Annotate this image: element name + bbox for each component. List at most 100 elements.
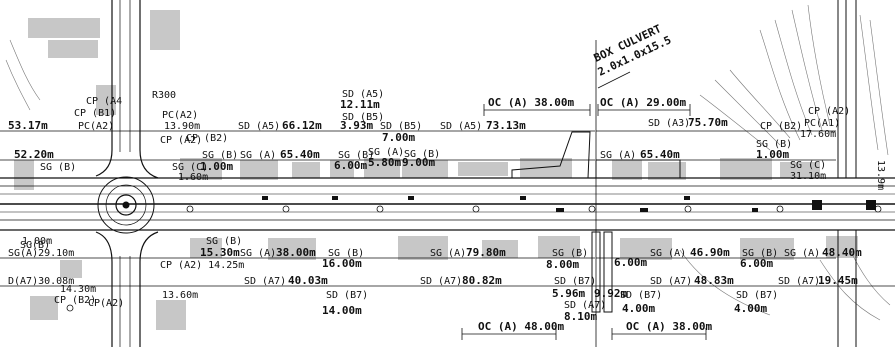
oc-bottom-1: OC (A) 48.00m (478, 320, 564, 333)
sg-a-low-2-label: SG (A) (430, 248, 466, 259)
sd-a3-value: 75.70m (688, 116, 728, 129)
sg-b-right-value: 1.00m (756, 148, 789, 161)
sg-b-low-2-label-b: SG (B) (552, 248, 588, 259)
sg-a-low-1-prefix: 15.30m (200, 246, 240, 259)
sd-a5-row-label: SD (A5) (238, 121, 280, 132)
sg-b-3-value: 9.00m (402, 156, 435, 169)
sg-a-low-1-label: SG (A) (240, 248, 276, 259)
cp-a2-label: CP (A2) (160, 135, 202, 146)
sd-a7-1-label: SD (A7) (244, 276, 286, 287)
sg-c-left-label: SG (C) (172, 162, 208, 173)
sg-b-low-value: 16.00m (322, 257, 362, 270)
left-low-2: D(A7)30.08m (8, 276, 74, 287)
sg-a-2-value: 5.80m (368, 156, 401, 169)
sg-b-low-4-value: 6.00m (740, 257, 773, 270)
sg-c-left-value: 1.60m (178, 172, 208, 183)
sg-c-right-value: 31.10m (790, 171, 826, 182)
pc-a2-label: PC(A2) (162, 110, 198, 121)
sd-b7-3-label: SD (B7) (620, 290, 662, 301)
sg-a-low-2-value: 79.80m (466, 246, 506, 259)
building-hatching (14, 10, 858, 330)
pc-a2-value: 13.90m (164, 121, 200, 132)
cp-a2-low-2-value: 13.60m (162, 290, 198, 301)
sd-a5-row2-label: SD (A5) (440, 121, 482, 132)
oc-top-1: OC (A) 38.00m (488, 96, 574, 109)
sg-a-low-3-label: SG (A) (650, 248, 686, 259)
main-road (0, 177, 895, 231)
sg-b-low-label: SG (B) (206, 236, 242, 247)
sg-b-low-4-label: SG (B) (742, 248, 778, 259)
pc-a2-left-label: PC(A2) (78, 121, 114, 132)
sg-b-left-low-value: 1.00m (22, 236, 52, 247)
sd-b7-3-value: 4.00m (622, 302, 655, 315)
sd-a7-1-value: 40.03m (288, 274, 328, 287)
sd-a7-3-value: 8.10m (564, 310, 597, 323)
labels: BOX CULVERT 2.0x1.0x15.5 R300 CP (A4 CP … (8, 22, 886, 333)
sd-a5-top-label: SD (A5) (342, 89, 384, 100)
cp-a4-label: CP (A4 (86, 96, 122, 107)
cp-b1-label: CP (B1) (74, 108, 116, 119)
sg-b-2-value: 6.00m (334, 159, 367, 172)
sd-b5-value: 3.93m (340, 119, 373, 132)
cross-road-left (95, 0, 159, 347)
sg-b-left-low-label: SG(B) (20, 240, 50, 251)
sd-a7-3-label: SD (A7) (564, 300, 606, 311)
cp-a2-low-label: CP(A2) (88, 298, 124, 309)
sg-a-mid-value: 65.40m (640, 148, 680, 161)
cp-a2-low-value-label: CP (A2) 14.25m (160, 260, 244, 271)
sd-a7-6-label: SD (A7) (778, 276, 820, 287)
left-bottom-value: 14.30m (60, 284, 96, 295)
sg-b-left-label: SG (B) (40, 162, 76, 173)
sd-a7-5-value: 48.83m (694, 274, 734, 287)
sg-a-low-1-value: 38.00m (276, 246, 316, 259)
left-low-1: SG(A)29.10m (8, 248, 74, 259)
sg-a-1-value: 65.40m (280, 148, 320, 161)
sg-b-low-2-value: 8.00m (546, 258, 579, 271)
sg-a-mid-label: SG (A) (600, 150, 636, 161)
sd-a7-4-value: 9.92m (594, 287, 627, 300)
cp-a2-right-label: CP (A2) (808, 106, 850, 117)
sd-b7-1-label: SD (B7) (326, 290, 368, 301)
sd-a7-2-label: SD (A7) (420, 276, 462, 287)
sd-a5-row-value: 66.12m (282, 119, 322, 132)
survey-points (66, 205, 882, 312)
sd-b7-4-value: 4.00m (734, 302, 767, 315)
sg-b-right-label: SG (B) (756, 139, 792, 150)
pc-a1-label: PC(A1) (804, 118, 840, 129)
sd-a7-5-label: SD (A7) (650, 276, 692, 287)
pc-a1-value: 17.60m (800, 129, 836, 140)
sg-a-1-label: SG (A) (240, 150, 276, 161)
sd-a3-label: SD (A3) (648, 118, 690, 129)
sd-a7-6-value: 19.45m (818, 274, 858, 287)
sg-a-low-3-value: 46.90m (690, 246, 730, 259)
top-left-value-2: 52.20m (14, 148, 54, 161)
sg-b-low-3-value: 6.00m (614, 256, 647, 269)
sg-b-2-label: SG (B) (338, 150, 374, 161)
sg-b-1-label: SG (B) (202, 150, 238, 161)
sd-b5-row-label: SD (B5) (380, 121, 422, 132)
sd-a5-row2-value: 73.13m (486, 119, 526, 132)
cross-road-right (837, 0, 857, 347)
top-left-value: 53.17m (8, 119, 48, 132)
sg-c-right-label: SG (C) (790, 160, 826, 171)
sg-a-2-label: SG (A) (368, 147, 404, 158)
sd-a5-top-value: 12.11m (340, 98, 380, 111)
dimension-lines (0, 104, 895, 340)
radius-label: R300 (152, 90, 176, 101)
oc-top-2: OC (A) 29.00m (600, 96, 686, 109)
cp-b2-right-label: CP (B2) (760, 121, 802, 132)
terrain-contours (5, 4, 891, 321)
sd-b5-top-label: SD (B5) (342, 112, 384, 123)
sd-b7-4-label: SD (B7) (736, 290, 778, 301)
road-markers (262, 196, 876, 212)
oc-bottom-2: OC (A) 38.00m (626, 320, 712, 333)
sg-b-3-label: SG (B) (404, 149, 440, 160)
cp-b2-low-label: CP (B2) (54, 295, 96, 306)
sg-a-low-4-label: SG (A) (784, 248, 820, 259)
sd-b5-row-value: 7.00m (382, 131, 415, 144)
right-edge-value: 13.9m (875, 160, 886, 190)
cp-b2-label: CP (B2) (186, 133, 228, 144)
sd-b7-2-value: 5.96m (552, 287, 585, 300)
